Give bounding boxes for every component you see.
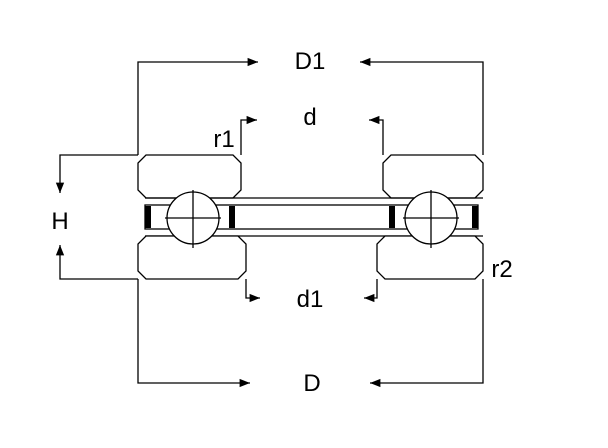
dimension-H (55, 154, 138, 280)
label-d: d (303, 104, 317, 131)
bottom-washer-right (376, 235, 484, 280)
ball-right (403, 190, 459, 248)
top-washer-left (137, 154, 242, 199)
label-r1: r1 (213, 126, 235, 153)
label-D: D (303, 370, 321, 397)
cage-bars (145, 206, 478, 228)
label-D1: D1 (294, 48, 326, 75)
dimension-D1 (137, 57, 484, 155)
dimension-d (240, 115, 384, 155)
bottom-washer-left (137, 235, 247, 280)
label-d1: d1 (296, 286, 324, 313)
ball-left (165, 190, 221, 248)
label-r2: r2 (491, 256, 513, 283)
dimension-D (137, 279, 484, 388)
dimension-d1 (245, 279, 378, 303)
label-H: H (51, 208, 69, 235)
